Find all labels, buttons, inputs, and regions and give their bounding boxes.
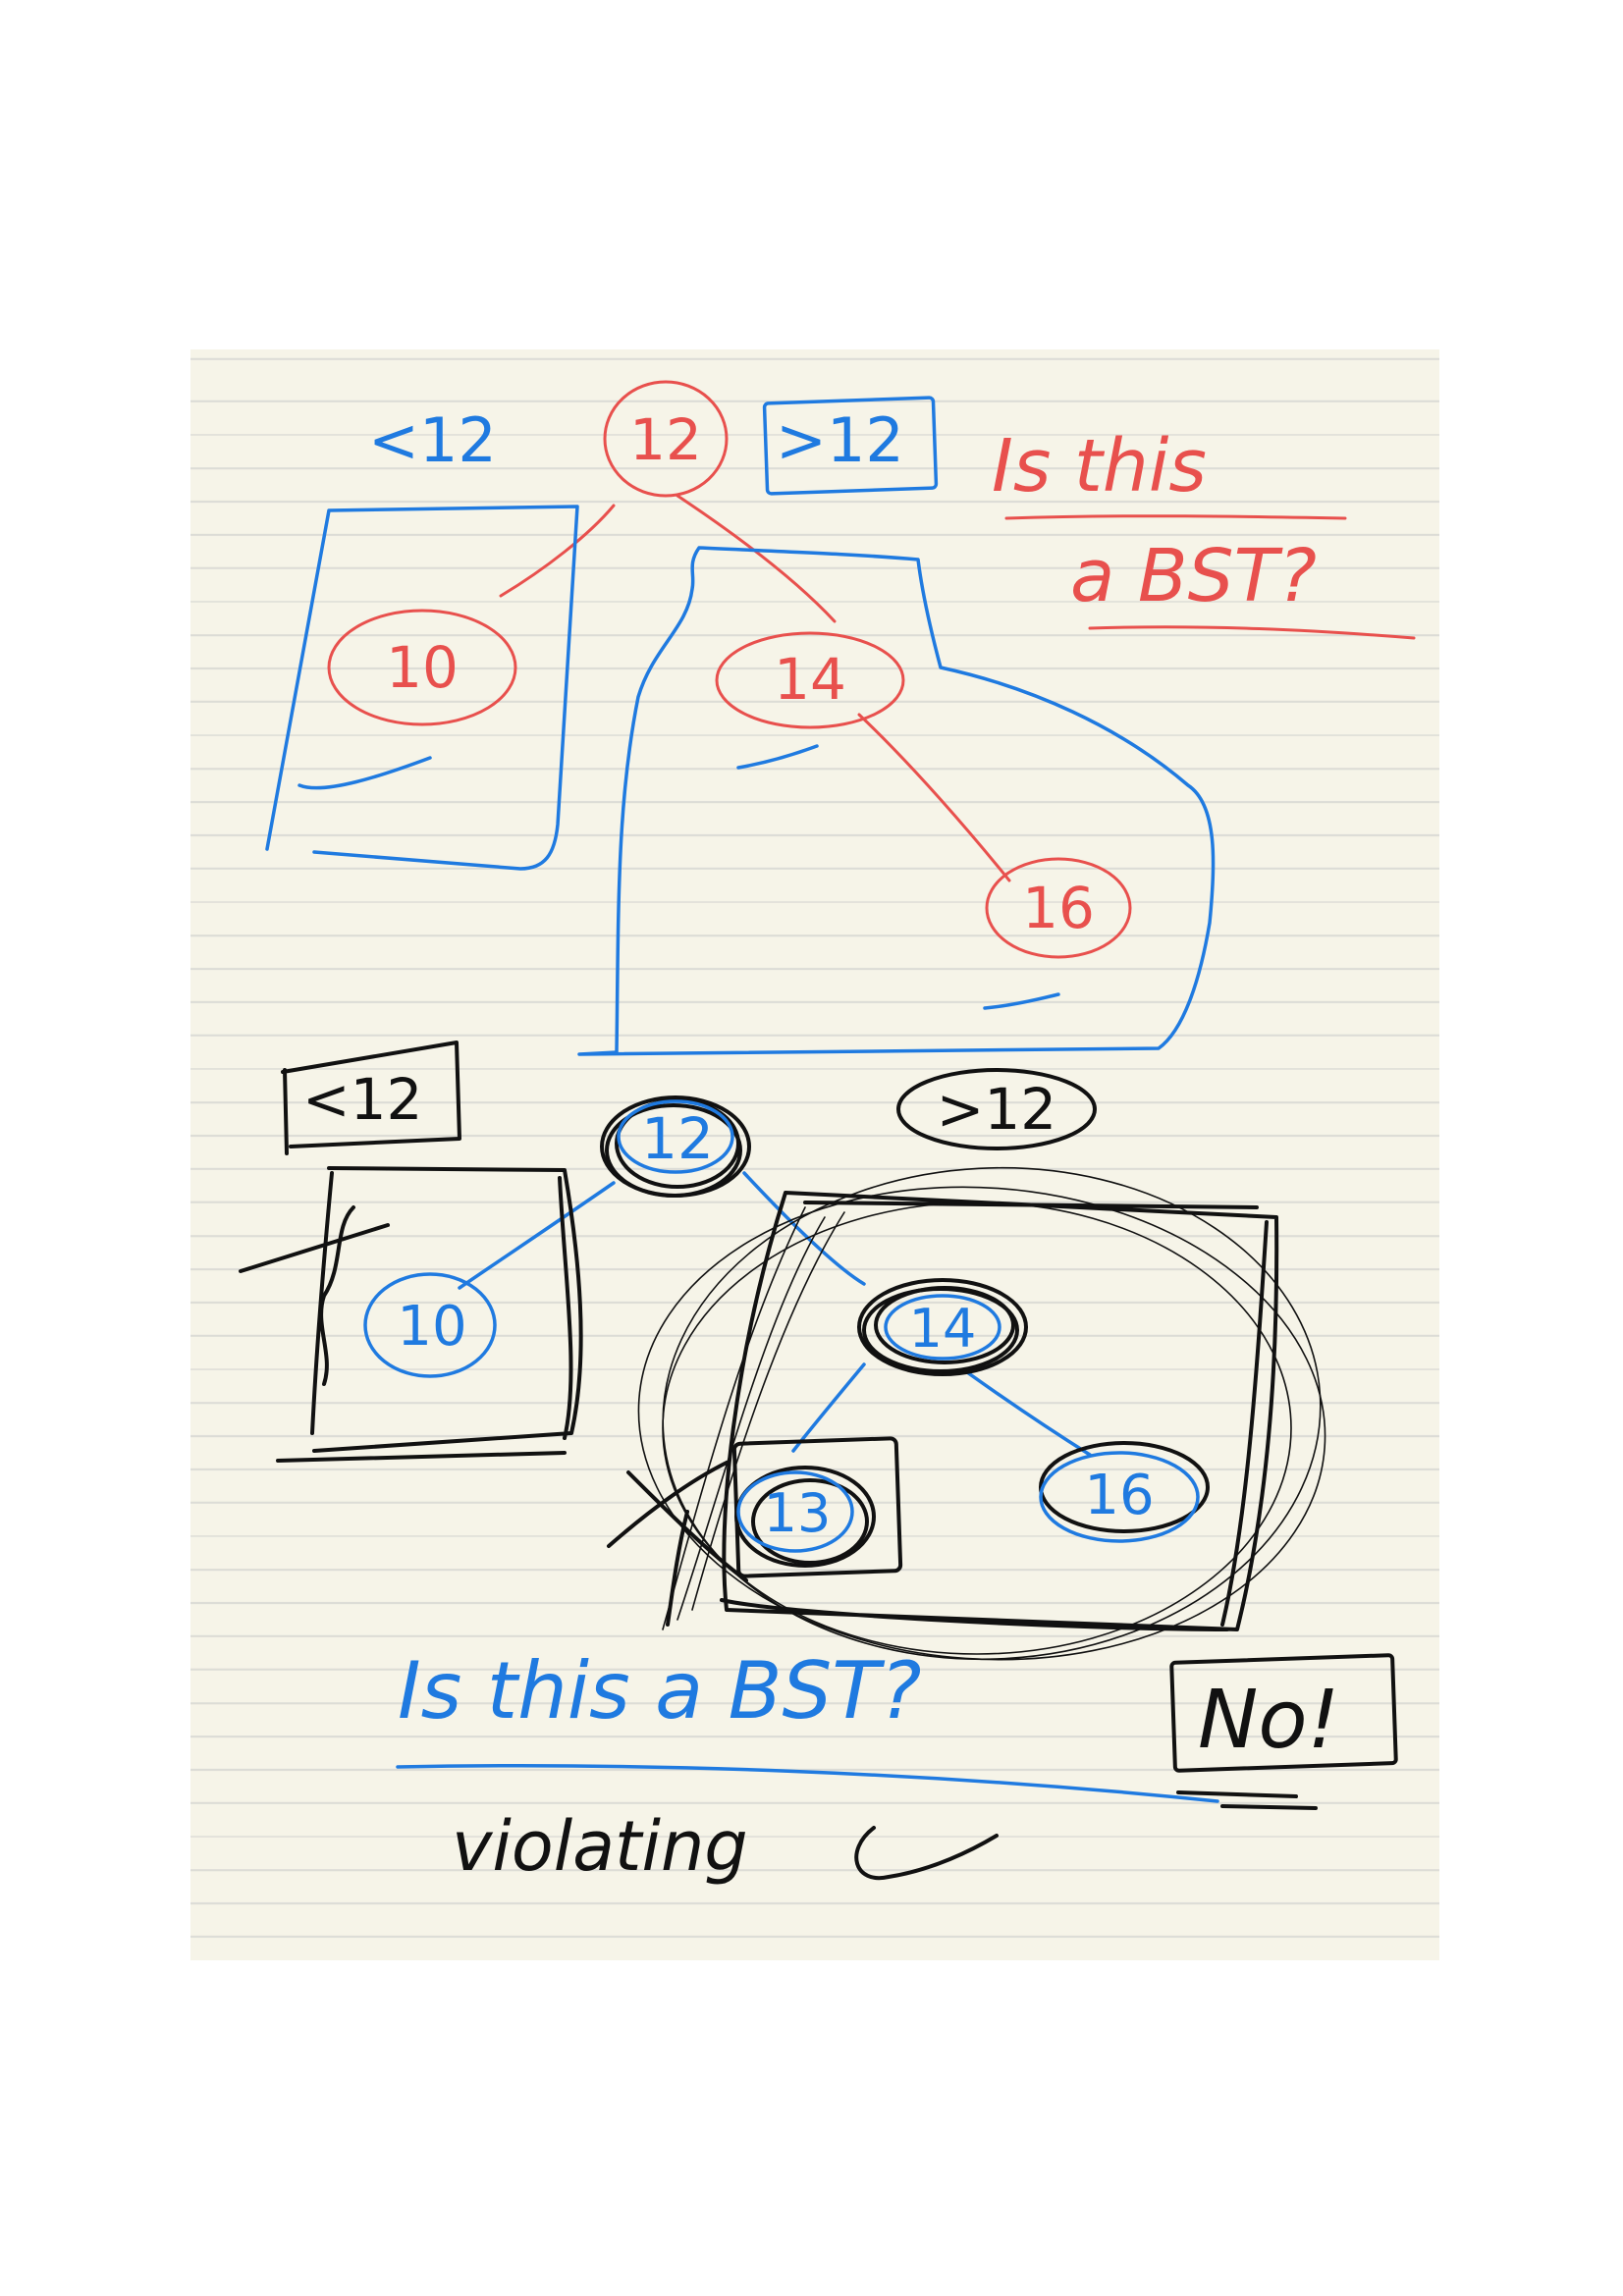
- node-b-circle-16-blue: [1039, 1451, 1200, 1543]
- node-b-label-16: 16: [1084, 1464, 1154, 1527]
- node-circle-10: [327, 609, 517, 726]
- node-circle-14: [715, 631, 905, 729]
- note-paper: [190, 349, 1439, 1960]
- question-top-underline2: [1088, 625, 1416, 640]
- question-top-underline1: [1004, 514, 1347, 520]
- node-b-circle-10: [363, 1272, 497, 1378]
- check-mark-16-top: [983, 992, 1060, 1010]
- violating-hook-mark: [854, 1826, 999, 1881]
- node-b-circle-12-b: [605, 1103, 742, 1198]
- node-b-circle-14-a: [857, 1278, 1028, 1376]
- bottom-tree-diagram: <12 >12 12 10 14 13 16: [239, 1041, 1326, 1661]
- cross-x-mark: [607, 1461, 748, 1627]
- violating-note: violating: [452, 1806, 748, 1887]
- left-subtree-box-top: [265, 505, 579, 871]
- label-less-than-12-bottom: <12: [302, 1066, 422, 1133]
- node-label-16: 16: [1022, 875, 1095, 941]
- node-label-12: 12: [629, 406, 702, 473]
- node-b-label-12: 12: [641, 1105, 714, 1172]
- answer-underline: [1176, 1790, 1318, 1810]
- box-less-than-12-bottom: [281, 1041, 461, 1155]
- right-subtree-box-bottom: [720, 1191, 1279, 1631]
- node-b-circle-13-blue: [736, 1470, 854, 1553]
- node-label-10: 10: [386, 634, 459, 701]
- oval-greater-than-12-bottom: [896, 1068, 1097, 1150]
- check-mark-14-top: [736, 744, 819, 770]
- edge-12-14: [676, 494, 837, 623]
- box-greater-than-12-top: [762, 396, 939, 496]
- node-b-label-14: 14: [909, 1298, 977, 1360]
- node-circle-16: [985, 857, 1132, 959]
- label-less-than-12-top: <12: [368, 404, 497, 476]
- node-b-label-10: 10: [397, 1295, 466, 1359]
- question-bottom-underline: [396, 1764, 1219, 1803]
- node-b-circle-14-blue: [884, 1294, 1001, 1361]
- node-b-circle-13-a: [734, 1466, 876, 1568]
- scribble-oval-3: [662, 1201, 1292, 1655]
- node-label-14: 14: [774, 646, 846, 713]
- edge-14-16: [857, 713, 1011, 882]
- scribble-diagonals: [662, 1206, 845, 1630]
- question-bottom: Is this a BST?: [398, 1645, 922, 1736]
- node-b-circle-14-c: [874, 1286, 1015, 1364]
- check-mark-10-top: [298, 756, 432, 790]
- edge-b-12-10: [458, 1181, 616, 1290]
- label-greater-than-12-top: >12: [776, 404, 904, 476]
- edge-12-10: [499, 504, 616, 598]
- node-b-circle-13-b: [751, 1478, 869, 1565]
- question-top-line2: a BST?: [1070, 534, 1317, 618]
- edge-b-14-16: [965, 1370, 1092, 1457]
- answer-text: No!: [1198, 1674, 1339, 1767]
- node-circle-12: [603, 380, 729, 498]
- question-top-line1: Is this: [992, 424, 1207, 508]
- top-tree-diagram: 12 10 14 16 Is this a BST? <12 >12: [265, 380, 1416, 1056]
- answer-box: [1169, 1653, 1398, 1773]
- right-subtree-region-top: [577, 546, 1216, 1056]
- label-greater-than-12-bottom: >12: [937, 1076, 1056, 1143]
- node-b-label-13: 13: [764, 1482, 832, 1544]
- strike-mark-left: [239, 1205, 390, 1386]
- node-b-circle-12-blue: [617, 1099, 734, 1174]
